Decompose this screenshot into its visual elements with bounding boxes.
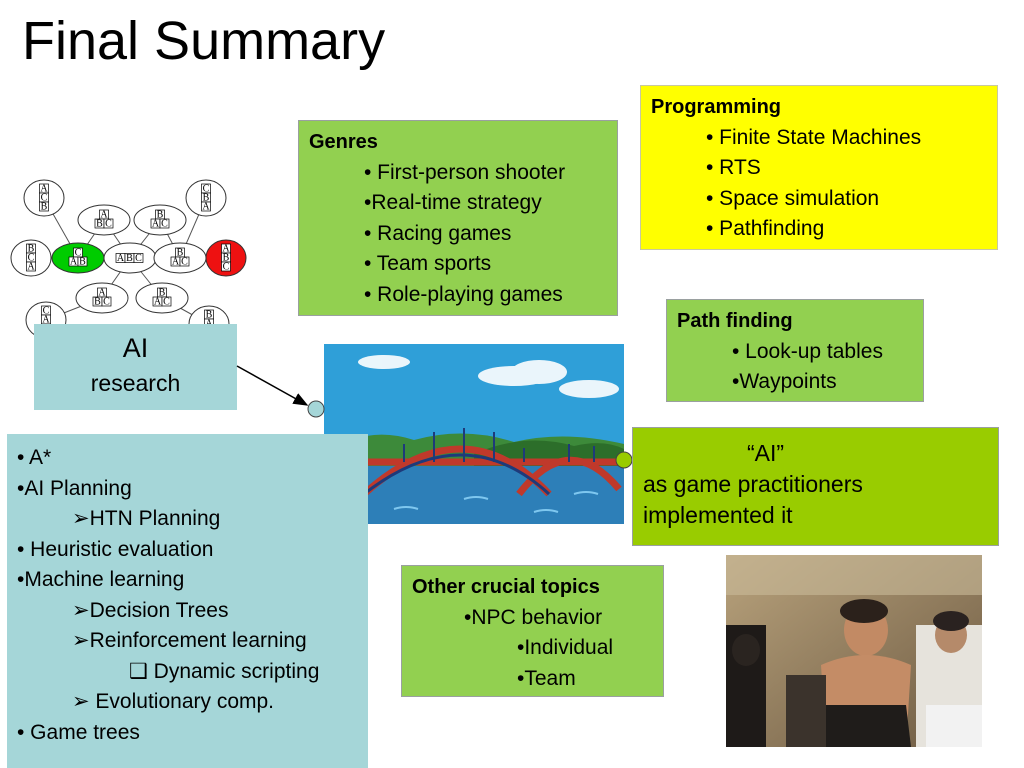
block-label: C bbox=[223, 262, 230, 273]
block-label: C bbox=[181, 257, 188, 268]
research-arrow bbox=[236, 365, 309, 406]
path-finding-heading: Path finding bbox=[677, 310, 793, 332]
genre-item: • Racing games bbox=[364, 221, 512, 245]
ai-research-label: AI research bbox=[34, 324, 237, 410]
block-label: C bbox=[135, 253, 142, 264]
topic-subitem: ➢ Evolutionary comp. bbox=[72, 690, 275, 713]
topic-item: • Heuristic evaluation bbox=[17, 537, 214, 561]
block-label: A bbox=[117, 253, 125, 264]
other-topics-box: Other crucial topics •NPC behavior •Indi… bbox=[401, 565, 664, 697]
block-label: A bbox=[152, 219, 160, 230]
block-label: A bbox=[40, 184, 48, 195]
path-finding-box: Path finding • Look-up tables •Waypoints bbox=[666, 299, 924, 402]
topic-item: •AI Planning bbox=[17, 476, 132, 500]
programming-item: • Finite State Machines bbox=[706, 125, 922, 149]
ai-topics-box: • A* •AI Planning ➢HTN Planning • Heuris… bbox=[7, 434, 368, 768]
topic-subsubitem: ❑ Dynamic scripting bbox=[129, 659, 320, 683]
block-label: A bbox=[70, 257, 78, 268]
other-topics-heading: Other crucial topics bbox=[412, 576, 600, 598]
block-label: A bbox=[27, 262, 35, 273]
genres-box: Genres • First-person shooter •Real-time… bbox=[298, 120, 618, 316]
block-label: C bbox=[103, 297, 110, 308]
programming-item: • RTS bbox=[706, 156, 761, 179]
topic-item: • A* bbox=[17, 446, 52, 469]
block-label: C bbox=[75, 248, 82, 259]
block-label: B bbox=[79, 257, 86, 268]
block-label: A bbox=[98, 288, 106, 299]
genre-item: •Real-time strategy bbox=[364, 191, 542, 214]
bridge-clipart bbox=[324, 344, 624, 524]
block-label: B bbox=[206, 310, 213, 321]
programming-item: • Space simulation bbox=[706, 186, 880, 210]
practice-connector bbox=[615, 451, 633, 469]
block-label: B bbox=[126, 253, 133, 264]
block-label: C bbox=[43, 306, 50, 317]
graph-node: BCA bbox=[10, 239, 52, 277]
block-label: C bbox=[161, 219, 168, 230]
block-label: A bbox=[100, 210, 108, 221]
topic-subitem: ➢Decision Trees bbox=[72, 598, 229, 622]
topic-item: •Machine learning bbox=[17, 568, 185, 591]
block-label: C bbox=[163, 297, 170, 308]
block-label: B bbox=[203, 193, 210, 204]
genre-item: • Role-playing games bbox=[364, 282, 563, 306]
graph-node: ACB bbox=[23, 179, 65, 217]
genres-heading: Genres bbox=[309, 131, 378, 153]
block-label: B bbox=[157, 210, 164, 221]
block-label: A bbox=[202, 202, 210, 213]
graph-node: ABC bbox=[205, 239, 247, 277]
block-label: C bbox=[41, 193, 48, 204]
block-label: B bbox=[223, 253, 230, 264]
block-label: B bbox=[96, 219, 103, 230]
path-finding-item: •Waypoints bbox=[732, 370, 837, 393]
genre-item: • First-person shooter bbox=[364, 160, 566, 184]
ai-label: AI bbox=[122, 333, 149, 363]
research-label: research bbox=[90, 370, 181, 396]
block-label: A bbox=[222, 244, 230, 255]
topic-subitem: ➢Reinforcement learning bbox=[72, 629, 307, 652]
practitioners-line: as game practitioners bbox=[643, 471, 863, 497]
path-finding-item: • Look-up tables bbox=[732, 339, 883, 363]
ai-practitioners-box: “AI” as game practitioners implemented i… bbox=[632, 427, 999, 546]
block-label: C bbox=[105, 219, 112, 230]
other-topic-item: •NPC behavior bbox=[464, 605, 603, 629]
block-label: B bbox=[177, 248, 184, 259]
block-label: B bbox=[41, 202, 48, 213]
programming-heading: Programming bbox=[651, 96, 782, 118]
programming-item: • Pathfinding bbox=[706, 217, 825, 240]
block-label: A bbox=[172, 257, 180, 268]
martial-arts-photo bbox=[726, 555, 982, 747]
block-label: A bbox=[154, 297, 162, 308]
slide-title: Final Summary bbox=[22, 11, 386, 71]
graph-node: CBA bbox=[185, 179, 227, 217]
genre-item: • Team sports bbox=[364, 252, 492, 275]
topic-item: • Game trees bbox=[17, 720, 140, 744]
block-label: C bbox=[203, 184, 210, 195]
research-connector bbox=[307, 400, 325, 418]
block-label: B bbox=[94, 297, 101, 308]
block-label: A bbox=[42, 315, 50, 326]
topic-subitem: ➢HTN Planning bbox=[72, 507, 221, 530]
block-label: B bbox=[28, 244, 35, 255]
implemented-line: implemented it bbox=[643, 502, 793, 528]
programming-box: Programming • Finite State Machines • RT… bbox=[640, 85, 998, 250]
ai-quote-label: “AI” bbox=[747, 440, 785, 466]
other-topic-subitem: •Team bbox=[517, 666, 576, 690]
block-label: C bbox=[28, 253, 35, 264]
other-topic-subitem: •Individual bbox=[517, 636, 614, 659]
block-label: B bbox=[159, 288, 166, 299]
